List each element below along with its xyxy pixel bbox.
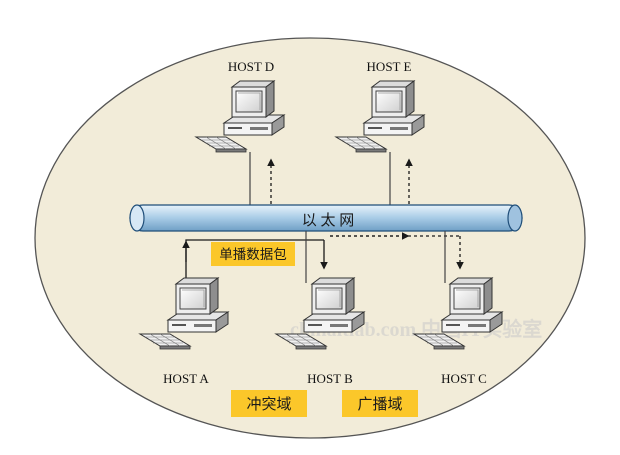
- broadcast-domain-badge: 广播域: [342, 390, 418, 417]
- collision-domain-label: 冲突域: [246, 396, 291, 413]
- host-a-label: HOST A: [163, 371, 209, 386]
- host-c-label: HOST C: [441, 371, 487, 386]
- host-d: HOST D: [195, 59, 285, 153]
- unicast-packet-badge: 单播数据包: [211, 242, 295, 266]
- host-a: HOST A: [139, 277, 229, 386]
- host-b-label: HOST B: [307, 371, 353, 386]
- unicast-label: 单播数据包: [219, 247, 287, 262]
- host-d-label: HOST D: [228, 59, 274, 74]
- host-c: HOST C: [413, 277, 503, 386]
- bus-label: 以 太 网: [302, 212, 355, 229]
- host-e-label: HOST E: [367, 59, 412, 74]
- host-e: HOST E: [335, 59, 425, 153]
- broadcast-domain-label: 广播域: [357, 396, 402, 413]
- collision-domain-badge: 冲突域: [231, 390, 307, 417]
- ethernet-bus: 以 太 网: [129, 204, 523, 232]
- host-b: HOST B: [275, 277, 365, 386]
